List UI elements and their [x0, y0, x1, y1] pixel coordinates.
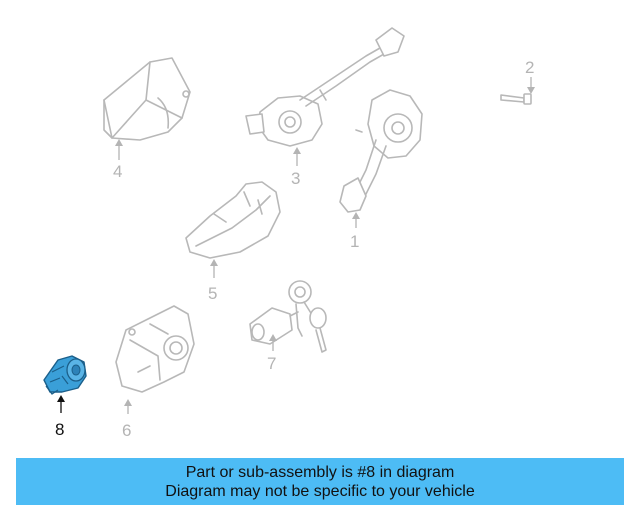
callout-arrow-4	[115, 139, 123, 160]
callout-arrow-3	[293, 147, 301, 166]
callout-arrow-8	[57, 395, 65, 413]
parts-diagram: 4 3 2 1	[43, 27, 535, 440]
info-banner: Part or sub-assembly is #8 in diagram Di…	[16, 458, 624, 505]
part-4-column-cover[interactable]	[103, 57, 191, 141]
part-6-lock-housing[interactable]	[115, 305, 195, 393]
part-3-combination-switch[interactable]	[245, 27, 405, 147]
part-8-highlighted[interactable]	[43, 355, 87, 395]
part-2-screw[interactable]	[500, 93, 532, 105]
callout-label-1: 1	[350, 232, 359, 251]
callout-arrow-5	[210, 259, 218, 278]
callout-label-5: 5	[208, 284, 217, 303]
callout-label-2: 2	[525, 58, 534, 77]
callout-arrow-2	[527, 77, 535, 94]
part-5-lower-shroud[interactable]	[185, 181, 281, 259]
part-7-lock-cylinder-keys[interactable]	[249, 280, 327, 353]
callout-label-4: 4	[113, 162, 122, 181]
banner-line-1: Part or sub-assembly is #8 in diagram	[185, 463, 455, 481]
callout-arrow-7	[269, 334, 277, 351]
callout-arrow-6	[124, 399, 132, 414]
banner-line-2: Diagram may not be specific to your vehi…	[165, 482, 475, 500]
callout-label-6: 6	[122, 421, 131, 440]
callout-label-8: 8	[55, 420, 64, 439]
part-1-switch-assembly[interactable]	[339, 89, 423, 213]
callout-arrow-1	[352, 212, 360, 228]
callout-label-7: 7	[267, 354, 276, 373]
callout-label-3: 3	[291, 169, 300, 188]
